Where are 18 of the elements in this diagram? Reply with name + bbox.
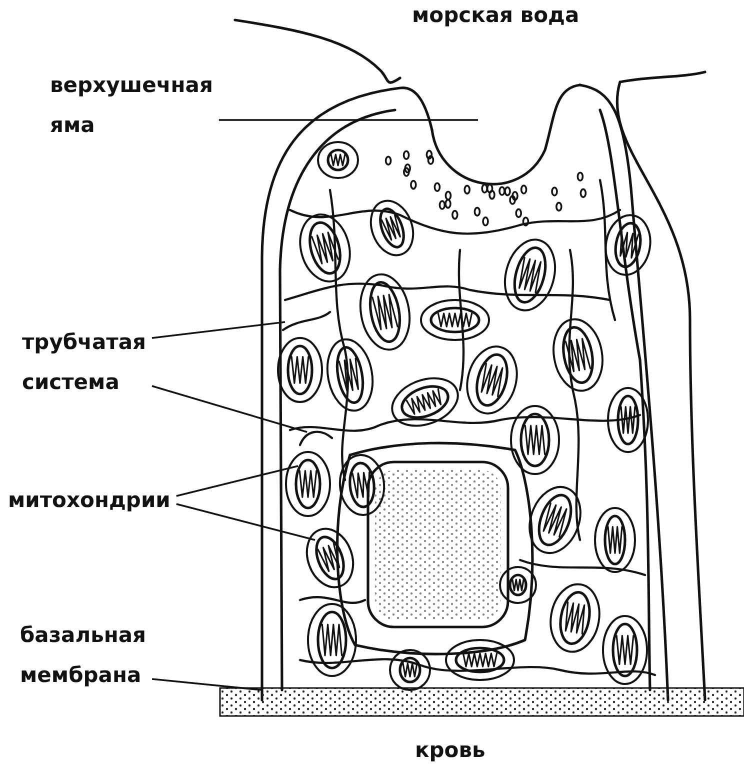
region-label: кровь xyxy=(415,737,486,764)
part-label: базальная мембрана xyxy=(20,615,220,695)
part-label: трубчатая система xyxy=(22,322,212,402)
mitochondrion xyxy=(285,451,331,517)
mitochondrion xyxy=(306,528,354,588)
part-label: верхушечная яма xyxy=(50,65,225,145)
basal-membrane xyxy=(219,687,744,717)
region-label: морская вода xyxy=(412,2,580,29)
leader-line xyxy=(152,678,262,691)
leader-line xyxy=(218,119,478,121)
leader-line xyxy=(152,321,286,339)
apical-pit xyxy=(430,84,582,186)
leader-line xyxy=(176,465,298,497)
tubule xyxy=(282,310,332,332)
tubule xyxy=(298,430,334,446)
leader-line xyxy=(152,385,308,433)
part-label: митохондрии xyxy=(8,480,228,520)
leader-line xyxy=(176,503,316,541)
